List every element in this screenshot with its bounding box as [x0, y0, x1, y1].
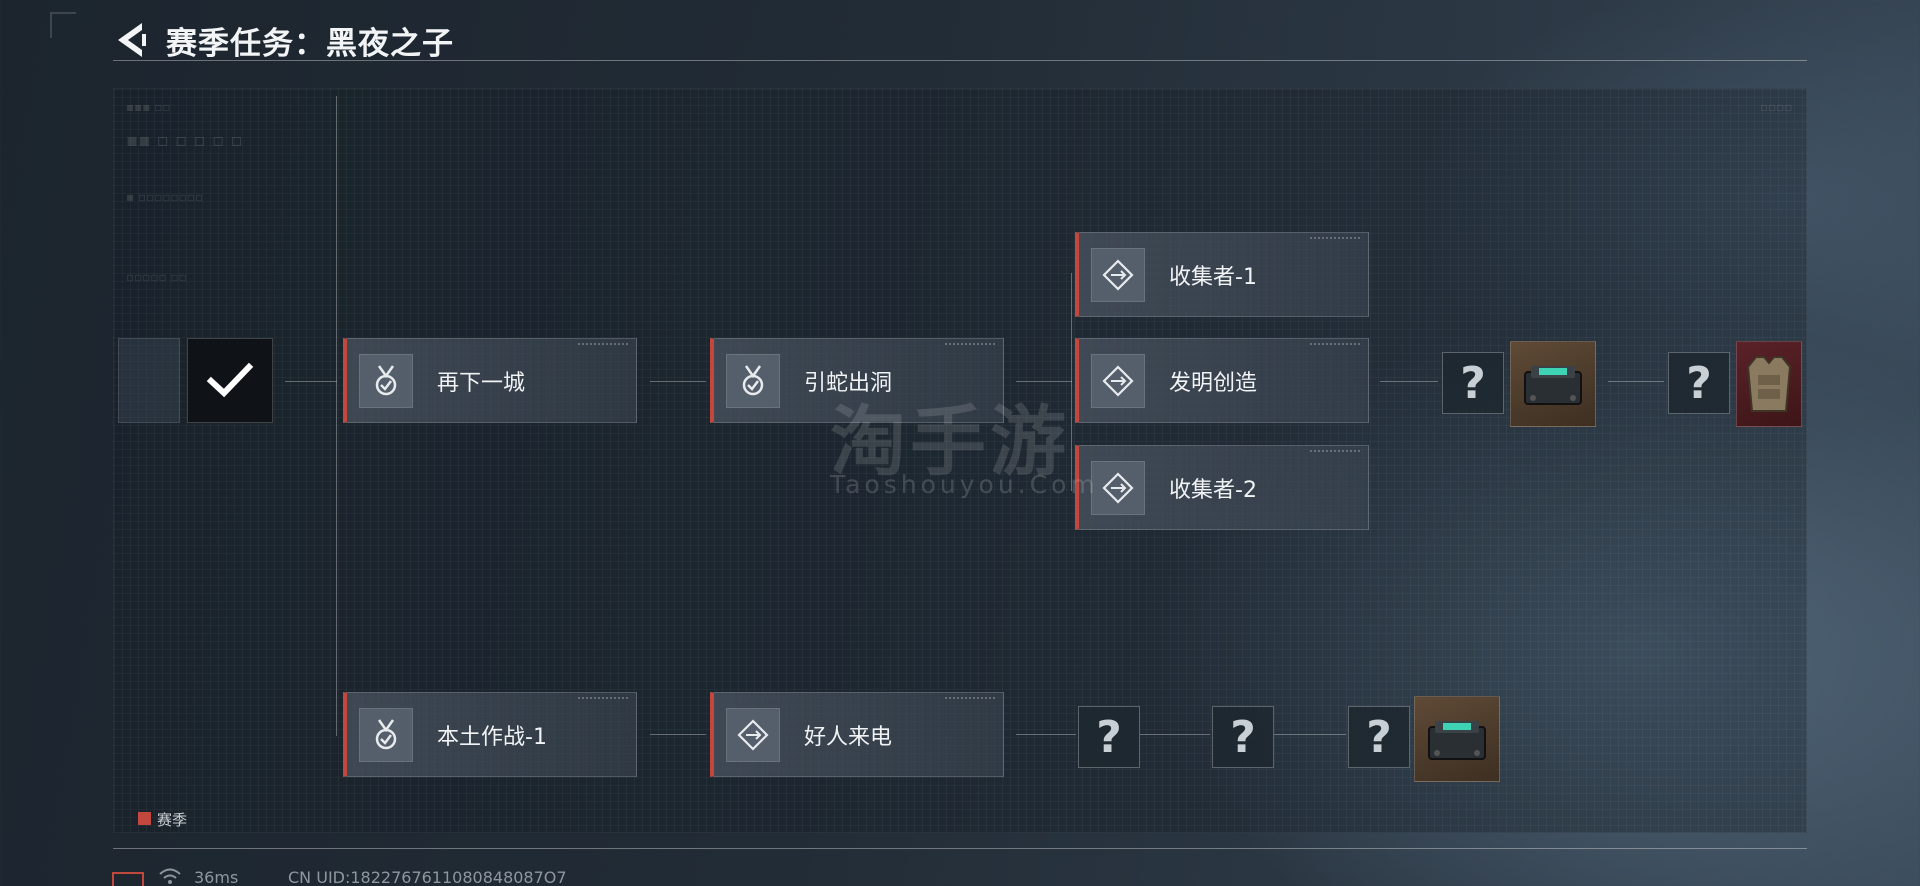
medal-icon	[359, 707, 413, 762]
quest-card-faming-chuangzao[interactable]: 发明创造	[1075, 338, 1369, 423]
connector	[1380, 381, 1438, 382]
medal-icon	[359, 353, 413, 408]
legend-color-swatch	[138, 812, 151, 825]
quest-card-yinshe-chudong[interactable]: 引蛇出洞	[710, 338, 1004, 423]
quest-card-haoren-laidian[interactable]: 好人来电	[710, 692, 1004, 777]
quest-label: 好人来电	[804, 724, 893, 750]
reward-supply-case[interactable]	[1510, 341, 1596, 427]
hud-deco: ▪▪ ▫ ▫ ▫ ▫ ▫	[126, 130, 243, 151]
connector	[1608, 381, 1664, 382]
watermark-logo: 淘手游	[830, 397, 1070, 486]
connector	[285, 381, 337, 382]
connector	[1016, 734, 1076, 735]
connector	[650, 381, 706, 382]
medal-icon	[726, 353, 780, 408]
quest-label: 本土作战-1	[437, 724, 547, 750]
quest-label: 收集者-2	[1169, 477, 1257, 503]
body-armor-icon	[1746, 356, 1792, 412]
device-icon	[112, 872, 144, 886]
locked-reward-node[interactable]: ?	[1442, 352, 1504, 414]
back-arrow-icon	[118, 23, 146, 57]
diamond-arrows-icon	[1091, 247, 1145, 302]
hud-deco: ▪ ▫▫▫▫▫▫▫▫	[126, 190, 204, 204]
connector	[1016, 381, 1072, 382]
hud-corner-bracket	[50, 12, 76, 38]
supply-case-icon	[1428, 721, 1486, 760]
network-ping: 36ms	[194, 868, 239, 886]
locked-reward-node[interactable]: ?	[1212, 706, 1274, 768]
quest-label: 引蛇出洞	[804, 370, 893, 396]
hud-deco: ▪▪▪ ▫▫	[126, 100, 171, 114]
branch-connector	[1071, 273, 1072, 491]
wifi-icon	[158, 866, 182, 886]
quest-card-shoujizhe-2[interactable]: 收集者-2	[1075, 445, 1369, 530]
page-title: 赛季任务：黑夜之子	[166, 26, 454, 62]
start-node-placeholder	[118, 338, 180, 423]
player-uid: CN UID:1822767611080848087O7	[288, 868, 567, 886]
footer-divider	[113, 848, 1807, 849]
checkmark-icon	[206, 362, 254, 397]
legend-label: 赛季	[157, 811, 188, 829]
quest-card-shoujizhe-1[interactable]: 收集者-1	[1075, 232, 1369, 317]
locked-reward-node[interactable]: ?	[1668, 352, 1730, 414]
header-divider	[113, 60, 1807, 61]
locked-reward-node[interactable]: ?	[1348, 706, 1410, 768]
quest-card-zaixia-yicheng[interactable]: 再下一城	[343, 338, 637, 423]
quest-label: 再下一城	[437, 370, 526, 396]
reward-supply-case[interactable]	[1414, 696, 1500, 782]
trunk-connector	[336, 96, 337, 736]
connector	[650, 734, 706, 735]
watermark-url: Taoshouyou.Com	[830, 470, 1099, 499]
reward-body-armor[interactable]	[1736, 341, 1802, 427]
quest-label: 收集者-1	[1169, 264, 1257, 290]
diamond-arrows-icon	[1091, 353, 1145, 408]
quest-label: 发明创造	[1169, 370, 1258, 396]
locked-reward-node[interactable]: ?	[1078, 706, 1140, 768]
connector	[1140, 734, 1210, 735]
supply-case-icon	[1524, 366, 1582, 405]
diamond-arrows-icon	[726, 707, 780, 762]
diamond-arrows-icon	[1091, 460, 1145, 515]
hud-deco: ▫▫▫▫▫ ▫▫	[126, 270, 187, 284]
start-node-completed[interactable]	[187, 338, 273, 423]
back-button[interactable]	[112, 20, 148, 60]
quest-card-bentu-zuozhan-1[interactable]: 本土作战-1	[343, 692, 637, 777]
connector	[1274, 734, 1346, 735]
hud-deco: ▫▫▫▫	[1760, 100, 1793, 114]
